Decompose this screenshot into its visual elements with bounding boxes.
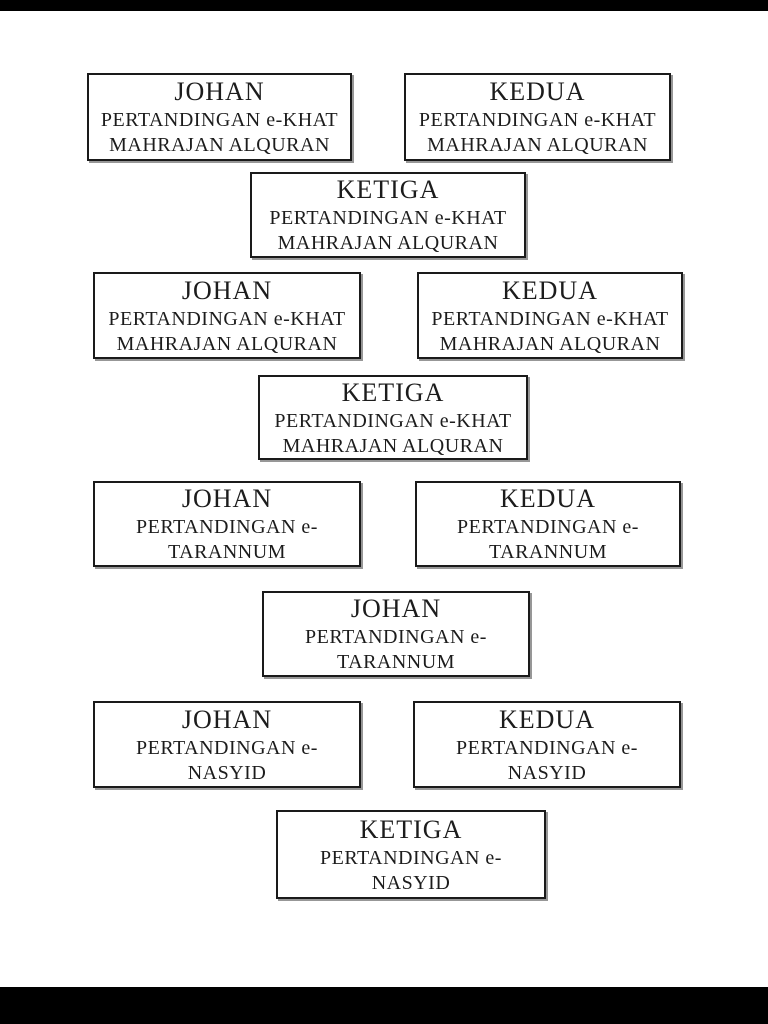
award-box-ketiga-ekhat-1: KETIGA PERTANDINGAN e-KHAT MAHRAJAN ALQU… [250, 172, 526, 258]
award-line-2: MAHRAJAN ALQURAN [109, 134, 330, 156]
award-line-2: TARANNUM [168, 541, 286, 563]
document-page: JOHAN PERTANDINGAN e-KHAT MAHRAJAN ALQUR… [0, 11, 768, 987]
award-line-1: PERTANDINGAN e-KHAT [108, 307, 346, 330]
award-rank: KETIGA [359, 814, 463, 844]
award-box-ketiga-ekhat-2: KETIGA PERTANDINGAN e-KHAT MAHRAJAN ALQU… [258, 375, 528, 460]
award-line-1: PERTANDINGAN e- [305, 626, 487, 648]
award-line-1: PERTANDINGAN e- [456, 736, 638, 759]
award-line-1: PERTANDINGAN e- [136, 736, 318, 759]
top-letterbox-bar [0, 0, 768, 11]
award-line-2: MAHRAJAN ALQURAN [282, 434, 504, 457]
award-line-1: PERTANDINGAN e- [320, 846, 502, 869]
award-rank: KEDUA [502, 275, 598, 305]
award-rank: JOHAN [350, 594, 442, 623]
award-box-johan-ekhat-2: JOHAN PERTANDINGAN e-KHAT MAHRAJAN ALQUR… [93, 272, 361, 359]
award-box-kedua-tarannum: KEDUA PERTANDINGAN e- TARANNUM [415, 481, 681, 567]
award-rank: KETIGA [341, 377, 445, 407]
award-box-ketiga-nasyid: KETIGA PERTANDINGAN e- NASYID [276, 810, 546, 899]
award-rank: KETIGA [336, 175, 440, 204]
award-box-johan-tarannum-2: JOHAN PERTANDINGAN e- TARANNUM [262, 591, 530, 677]
award-rank: JOHAN [174, 77, 265, 106]
award-line-2: NASYID [371, 871, 451, 894]
award-rank: KEDUA [500, 484, 596, 513]
award-line-1: PERTANDINGAN e-KHAT [269, 207, 507, 229]
award-box-kedua-ekhat-1: KEDUA PERTANDINGAN e-KHAT MAHRAJAN ALQUR… [404, 73, 671, 161]
award-rank: KEDUA [489, 77, 586, 106]
bottom-letterbox-bar [0, 987, 768, 1024]
award-line-2: MAHRAJAN ALQURAN [427, 134, 648, 156]
award-line-2: MAHRAJAN ALQURAN [116, 332, 338, 355]
award-line-1: PERTANDINGAN e- [136, 516, 318, 538]
award-line-2: MAHRAJAN ALQURAN [277, 232, 499, 254]
award-line-2: NASYID [187, 761, 267, 784]
award-line-2: MAHRAJAN ALQURAN [439, 332, 661, 355]
award-rank: JOHAN [181, 704, 273, 734]
award-line-1: PERTANDINGAN e-KHAT [418, 109, 657, 131]
award-box-johan-ekhat-1: JOHAN PERTANDINGAN e-KHAT MAHRAJAN ALQUR… [87, 73, 352, 161]
award-box-johan-tarannum-1: JOHAN PERTANDINGAN e- TARANNUM [93, 481, 361, 567]
award-rank: KEDUA [499, 704, 595, 734]
award-box-kedua-nasyid: KEDUA PERTANDINGAN e- NASYID [413, 701, 681, 788]
award-rank: JOHAN [181, 275, 273, 305]
award-line-1: PERTANDINGAN e- [457, 516, 639, 538]
award-line-2: NASYID [507, 761, 587, 784]
award-rank: JOHAN [181, 484, 273, 513]
award-box-johan-nasyid: JOHAN PERTANDINGAN e- NASYID [93, 701, 361, 788]
award-line-1: PERTANDINGAN e-KHAT [100, 109, 339, 131]
award-line-2: TARANNUM [489, 541, 607, 563]
award-line-2: TARANNUM [337, 651, 455, 673]
award-box-kedua-ekhat-2: KEDUA PERTANDINGAN e-KHAT MAHRAJAN ALQUR… [417, 272, 683, 359]
award-line-1: PERTANDINGAN e-KHAT [274, 409, 512, 432]
award-line-1: PERTANDINGAN e-KHAT [431, 307, 669, 330]
